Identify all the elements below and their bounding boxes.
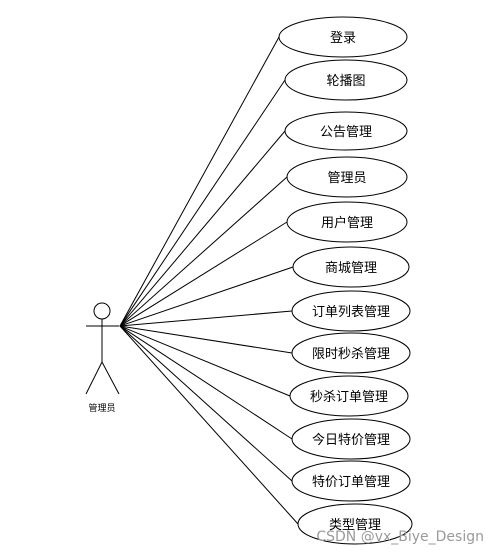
- association-lines: [119, 36, 299, 525]
- use-case: 用户管理: [286, 201, 408, 243]
- use-case-ellipse: [292, 246, 410, 288]
- actor-right-leg: [101, 361, 120, 395]
- association-line: [119, 221, 288, 327]
- association-line: [119, 325, 299, 525]
- actor-left-leg: [85, 361, 103, 395]
- use-case-label: 公告管理: [320, 125, 372, 140]
- use-case-ellipse: [284, 59, 408, 101]
- use-case-label: 商城管理: [325, 261, 377, 276]
- use-case: 限时秒杀管理: [291, 332, 411, 374]
- association-line: [119, 325, 291, 397]
- use-case: 订单列表管理: [291, 290, 411, 332]
- use-case: 轮播图: [284, 59, 408, 101]
- use-case-list: 登录轮播图公告管理管理员用户管理商城管理订单列表管理限时秒杀管理秒杀订单管理今日…: [278, 16, 413, 545]
- use-case-label: 特价订单管理: [312, 475, 390, 490]
- association-line: [119, 310, 293, 327]
- association-line: [119, 176, 288, 327]
- association-line: [119, 266, 294, 327]
- use-case-ellipse: [291, 332, 411, 374]
- association-line: [119, 325, 293, 354]
- use-case-label: 轮播图: [326, 74, 365, 89]
- use-case: 今日特价管理: [291, 418, 411, 460]
- association-line: [119, 325, 293, 482]
- use-case-label: 用户管理: [321, 215, 373, 231]
- use-case: 管理员: [286, 156, 408, 198]
- use-case-ellipse: [297, 503, 413, 545]
- use-case: 特价订单管理: [291, 460, 411, 502]
- use-case: 商城管理: [292, 246, 410, 288]
- use-case-label: 管理员: [327, 171, 366, 186]
- association-line: [119, 130, 286, 327]
- use-case-ellipse: [286, 201, 408, 243]
- use-case-label: 订单列表管理: [312, 305, 390, 320]
- use-case: 秒杀订单管理: [289, 375, 409, 417]
- use-case-ellipse: [291, 460, 411, 502]
- use-case: 登录: [278, 16, 408, 58]
- use-case-ellipse: [291, 290, 411, 332]
- actor-head: [93, 302, 111, 320]
- association-line: [119, 36, 280, 327]
- actor-admin: [85, 302, 120, 395]
- use-case-ellipse: [278, 16, 408, 58]
- association-line: [119, 79, 286, 327]
- use-case-label: 登录: [330, 31, 356, 46]
- use-case-ellipse: [291, 418, 411, 460]
- watermark: CSDN @vx_Biye_Design: [316, 529, 484, 545]
- use-case: 公告管理: [284, 111, 408, 151]
- use-case-label: 今日特价管理: [312, 432, 390, 448]
- use-case: 类型管理: [297, 503, 413, 545]
- use-case-ellipse: [284, 111, 408, 151]
- association-line: [119, 325, 293, 440]
- use-case-ellipse: [286, 156, 408, 198]
- use-case-label: 限时秒杀管理: [312, 347, 390, 362]
- actor-label: 管理员: [88, 402, 115, 414]
- use-case-ellipse: [289, 375, 409, 417]
- use-case-label: 类型管理: [329, 518, 381, 533]
- use-case-label: 秒杀订单管理: [310, 390, 388, 405]
